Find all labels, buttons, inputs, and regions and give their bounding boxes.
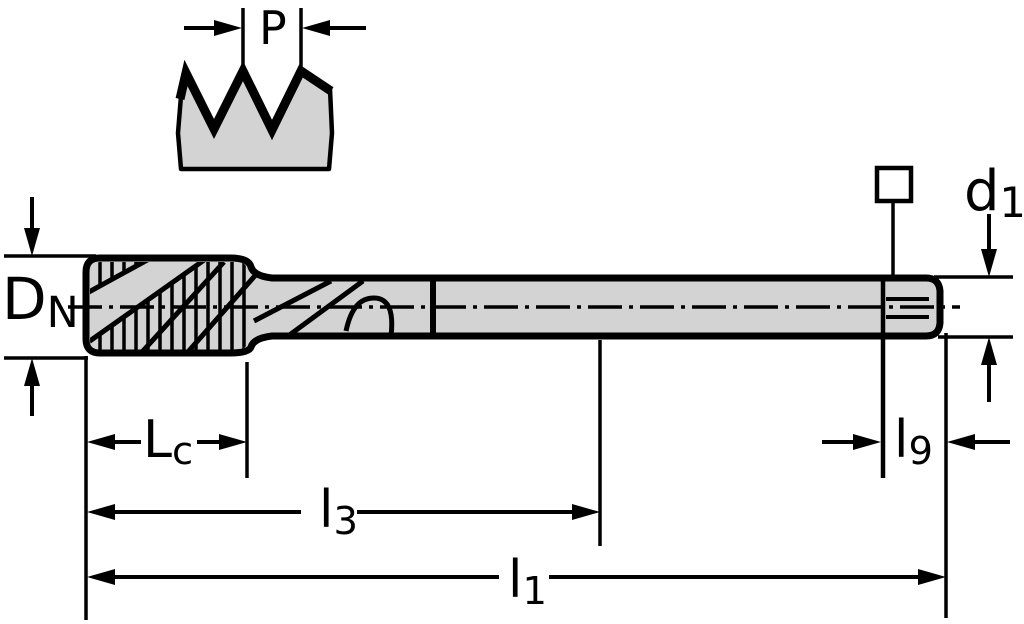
arrowhead-right [214, 20, 242, 36]
arrowhead-down [24, 228, 40, 256]
label-square-length: l9 [894, 410, 933, 474]
label-chamfer-length: Lc [143, 410, 194, 474]
flute-edge [90, 262, 153, 296]
flute-edge [90, 262, 209, 346]
dimension-overall-length [87, 569, 946, 585]
label-shank-diameter: d1 [964, 159, 1024, 228]
dimension-chamfer-length [87, 434, 247, 450]
label-nominal-diameter: DN [2, 265, 79, 338]
square-drive-section [880, 280, 929, 478]
arrowhead-up [24, 358, 40, 386]
arrowhead-right [219, 434, 247, 450]
arrowhead-left [87, 569, 115, 585]
thread-profile-edge [175, 88, 335, 172]
square-drive-symbol-icon [874, 165, 914, 204]
arrowhead-left [947, 434, 975, 450]
flute-runout-hook [343, 295, 395, 337]
arrowhead-right [572, 504, 600, 520]
label-flute-length: l3 [319, 480, 358, 544]
arrowhead-right [853, 434, 881, 450]
arrowhead-left [87, 434, 115, 450]
dimension-shank-diameter [874, 165, 1013, 402]
arrowhead-right [918, 569, 946, 585]
dimension-nominal-diameter [4, 197, 96, 416]
label-pitch: P [259, 1, 287, 55]
dimension-pitch [184, 8, 366, 71]
arrowhead-left [302, 20, 330, 36]
arrowhead-down [981, 249, 997, 277]
label-overall-length: l1 [508, 550, 547, 614]
flute-runout [185, 268, 395, 353]
dimension-square-length [822, 434, 1010, 450]
thread-profile-shape [179, 72, 333, 171]
thread-profile-detail [175, 59, 335, 172]
arrowhead-up [981, 337, 997, 365]
dimension-flute-length [87, 504, 600, 520]
arrowhead-left [87, 504, 115, 520]
